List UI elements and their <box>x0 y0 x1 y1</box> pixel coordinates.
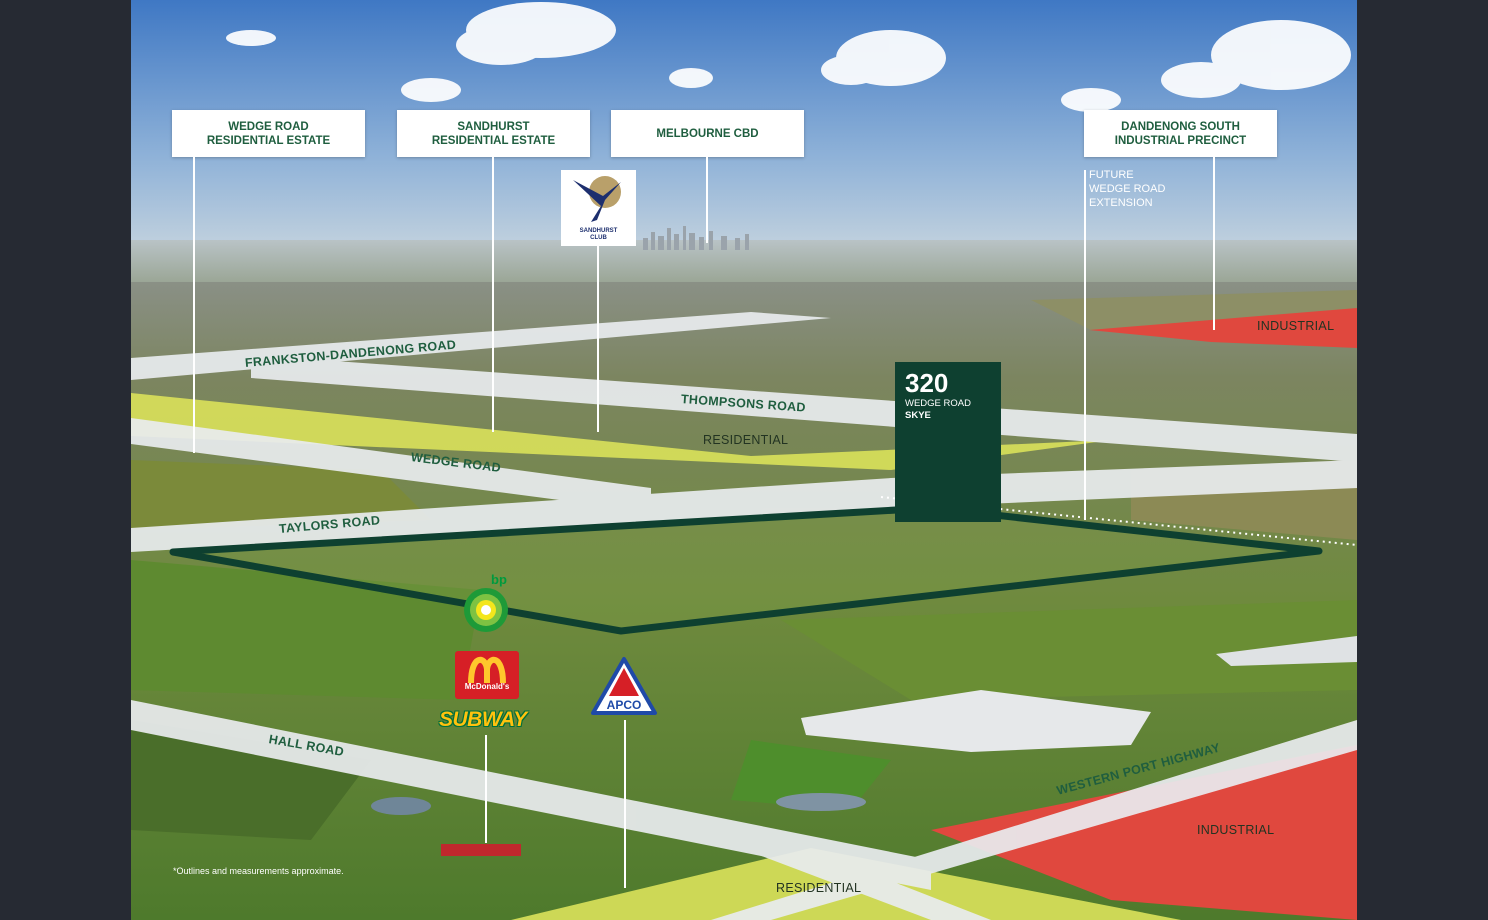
site-street: WEDGE ROAD <box>905 398 971 409</box>
sandhurst-club-text: SANDHURST CLUB <box>579 228 618 241</box>
callout-pointer <box>193 157 195 453</box>
apco-triangle-icon <box>591 657 657 715</box>
roads <box>131 312 1357 920</box>
field-patches <box>131 290 1357 840</box>
bp-helios-icon <box>464 588 508 632</box>
zone-label-industrial-bottom: INDUSTRIAL <box>1197 823 1275 837</box>
food-pointer <box>485 735 487 843</box>
callout-dandenong-south: DANDENONG SOUTH INDUSTRIAL PRECINCT <box>1084 110 1277 157</box>
industrial-zone-top <box>1089 308 1357 348</box>
industrial-zone-bottom <box>931 745 1357 920</box>
greenhouses <box>801 636 1357 752</box>
callout-wedge-road-estate: WEDGE ROAD RESIDENTIAL ESTATE <box>172 110 365 157</box>
callout-text: MELBOURNE CBD <box>656 127 759 140</box>
thompsons-road <box>251 355 1357 462</box>
mcdonalds-text: McDonald's <box>464 682 510 691</box>
zone-label-industrial-top: INDUSTRIAL <box>1257 319 1335 333</box>
zone-label-residential-bottom: RESIDENTIAL <box>776 881 862 895</box>
service-station-roof <box>441 844 521 856</box>
callout-text: WEDGE ROAD RESIDENTIAL ESTATE <box>206 120 331 147</box>
sandhurst-club-logo: SANDHURST CLUB <box>561 170 636 246</box>
western-port-highway <box>711 720 1357 920</box>
pond <box>371 797 431 815</box>
callout-pointer <box>706 157 708 243</box>
zone-label-residential-mid: RESIDENTIAL <box>703 433 789 447</box>
apco-pointer <box>624 720 626 888</box>
hall-road <box>131 700 931 890</box>
site-number: 320 <box>905 368 949 398</box>
callout-pointer <box>1213 157 1215 330</box>
cbd-skyline <box>643 226 749 250</box>
subway-logo: SUBWAY <box>439 708 527 731</box>
taylors-road <box>131 460 1357 552</box>
aerial-photo <box>131 0 1357 920</box>
disclaimer: *Outlines and measurements approximate. <box>173 866 344 876</box>
dam <box>776 793 866 811</box>
wedge-road <box>131 418 651 512</box>
apco-text: APCO <box>606 698 642 712</box>
bp-logo: bp <box>461 572 517 636</box>
extension-pointer <box>1084 170 1086 520</box>
sandhurst-emblem-icon <box>573 176 621 222</box>
apco-logo: APCO <box>589 656 659 720</box>
aerial-map: WEDGE ROAD RESIDENTIAL ESTATE SANDHURST … <box>131 0 1357 920</box>
future-extension-label: FUTURE WEDGE ROAD EXTENSION <box>1089 169 1166 209</box>
logo-pointer <box>597 246 599 432</box>
callout-pointer <box>492 157 494 432</box>
callout-text: SANDHURST RESIDENTIAL ESTATE <box>431 120 556 147</box>
callout-text: DANDENONG SOUTH INDUSTRIAL PRECINCT <box>1114 120 1247 147</box>
callout-sandhurst-estate: SANDHURST RESIDENTIAL ESTATE <box>397 110 590 157</box>
callout-melbourne-cbd: MELBOURNE CBD <box>611 110 804 157</box>
clouds <box>226 2 1351 112</box>
site-suburb: SKYE <box>905 410 931 421</box>
bp-text: bp <box>491 572 507 587</box>
golden-arches-icon <box>468 656 506 684</box>
mcdonalds-logo: McDonald's <box>455 651 519 699</box>
residential-zone-mid <box>131 393 1111 470</box>
site-marker: 320 WEDGE ROAD SKYE <box>895 362 1001 522</box>
